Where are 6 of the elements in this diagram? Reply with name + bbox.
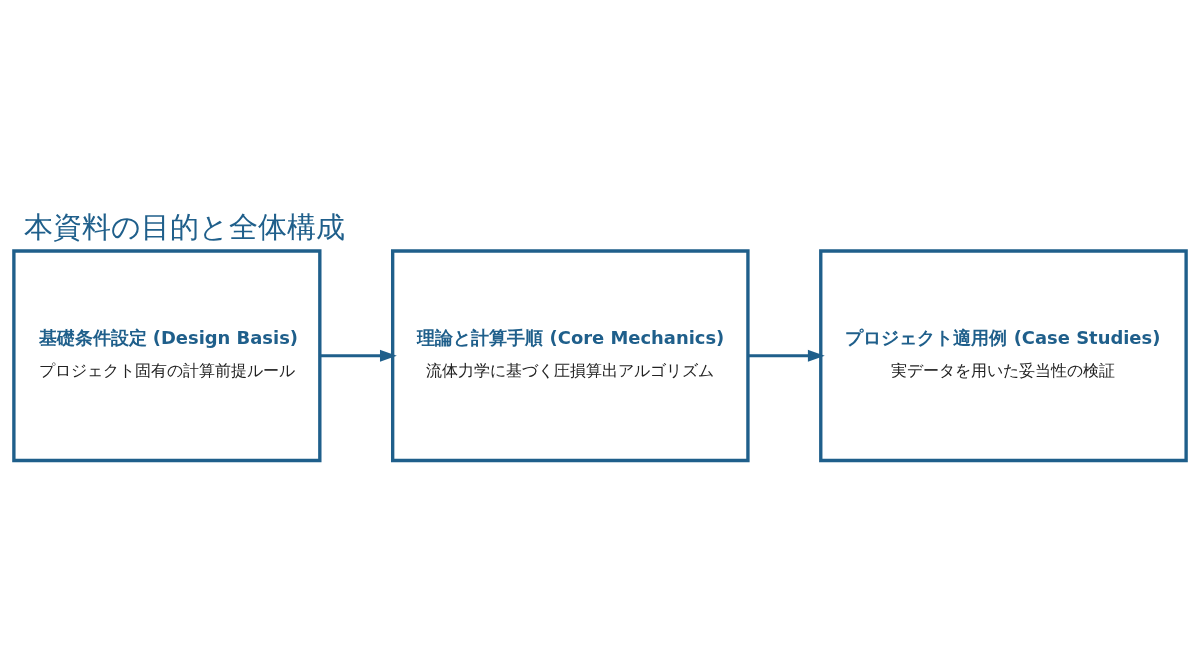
node-box: プロジェクト適用例 (Case Studies) 実データを用いた妥当性の検証 (819, 249, 1188, 463)
diagram-title: 本資料の目的と全体構成 (24, 210, 346, 245)
node-box: 基礎条件設定 (Design Basis) プロジェクト固有の計算前提ルール (12, 249, 322, 463)
arrow (319, 349, 397, 362)
node-box: 理論と計算手順 (Core Mechanics) 流体力学に基づく圧損算出アルゴリズム (391, 249, 750, 463)
arrow (747, 349, 825, 362)
